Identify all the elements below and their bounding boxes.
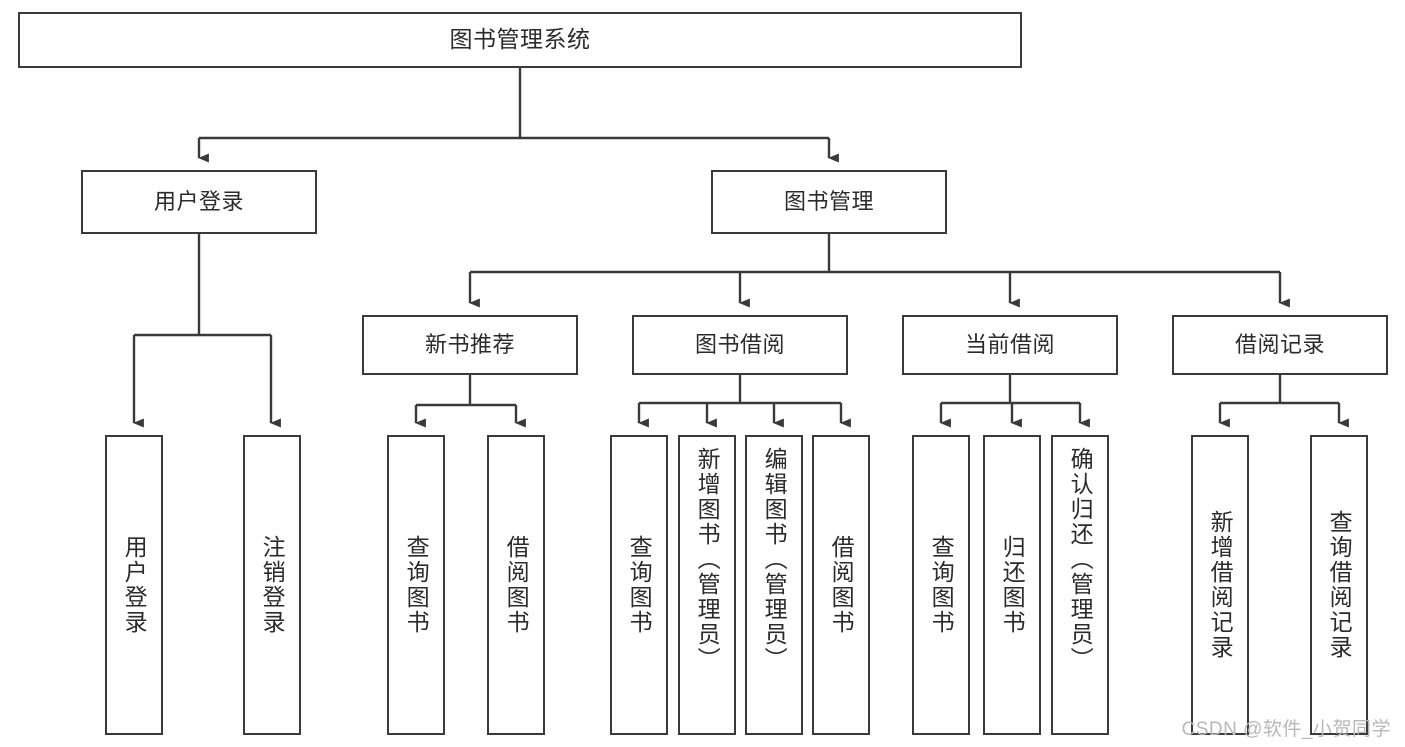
node-leaf-query-record-label: 查询借阅记录 bbox=[1326, 510, 1353, 660]
csdn-watermark: CSDN @软件_小贺同学 bbox=[1181, 719, 1391, 740]
node-current-borrow-label: 当前借阅 bbox=[964, 331, 1055, 357]
node-book-borrow-label: 图书借阅 bbox=[694, 331, 785, 357]
node-leaf-query-book-3-label: 查询图书 bbox=[928, 535, 955, 635]
node-root-label: 图书管理系统 bbox=[449, 26, 591, 53]
node-leaf-return-book-label: 归还图书 bbox=[999, 535, 1026, 635]
node-new-book-rec-label: 新书推荐 bbox=[424, 331, 515, 357]
node-leaf-query-record[interactable]: 查询借阅记录 bbox=[1310, 435, 1368, 735]
node-leaf-query-book-3[interactable]: 查询图书 bbox=[912, 435, 970, 735]
node-current-borrow[interactable]: 当前借阅 bbox=[902, 315, 1118, 375]
node-leaf-edit-book[interactable]: 编辑图书（管理员） bbox=[745, 435, 803, 735]
node-leaf-query-book-2[interactable]: 查询图书 bbox=[610, 435, 668, 735]
node-root[interactable]: 图书管理系统 bbox=[18, 12, 1022, 68]
node-leaf-borrow-book-2[interactable]: 借阅图书 bbox=[812, 435, 870, 735]
node-leaf-add-book-label: 新增图书（管理员） bbox=[694, 447, 721, 672]
node-book-manage[interactable]: 图书管理 bbox=[711, 170, 947, 234]
node-leaf-add-book[interactable]: 新增图书（管理员） bbox=[678, 435, 736, 735]
node-leaf-user-login[interactable]: 用户登录 bbox=[105, 435, 163, 735]
node-leaf-edit-book-label: 编辑图书（管理员） bbox=[761, 447, 788, 672]
node-borrow-record[interactable]: 借阅记录 bbox=[1172, 315, 1388, 375]
node-leaf-query-book-2-label: 查询图书 bbox=[626, 535, 653, 635]
node-borrow-record-label: 借阅记录 bbox=[1234, 331, 1325, 357]
node-leaf-add-record[interactable]: 新增借阅记录 bbox=[1191, 435, 1249, 735]
node-leaf-user-logout[interactable]: 注销登录 bbox=[243, 435, 301, 735]
node-user-login[interactable]: 用户登录 bbox=[81, 170, 317, 234]
node-leaf-query-book-1-label: 查询图书 bbox=[403, 535, 430, 635]
node-leaf-user-login-label: 用户登录 bbox=[121, 535, 148, 635]
node-leaf-return-book[interactable]: 归还图书 bbox=[983, 435, 1041, 735]
node-leaf-add-record-label: 新增借阅记录 bbox=[1207, 510, 1234, 660]
node-book-manage-label: 图书管理 bbox=[783, 188, 874, 214]
node-leaf-user-logout-label: 注销登录 bbox=[259, 535, 286, 635]
node-book-borrow[interactable]: 图书借阅 bbox=[632, 315, 848, 375]
node-user-login-label: 用户登录 bbox=[153, 188, 244, 214]
node-leaf-borrow-book-1-label: 借阅图书 bbox=[503, 535, 530, 635]
node-leaf-query-book-1[interactable]: 查询图书 bbox=[387, 435, 445, 735]
node-new-book-rec[interactable]: 新书推荐 bbox=[362, 315, 578, 375]
node-leaf-borrow-book-1[interactable]: 借阅图书 bbox=[487, 435, 545, 735]
node-leaf-borrow-book-2-label: 借阅图书 bbox=[828, 535, 855, 635]
node-leaf-confirm-return[interactable]: 确认归还（管理员） bbox=[1051, 435, 1109, 735]
node-leaf-confirm-return-label: 确认归还（管理员） bbox=[1067, 447, 1094, 672]
